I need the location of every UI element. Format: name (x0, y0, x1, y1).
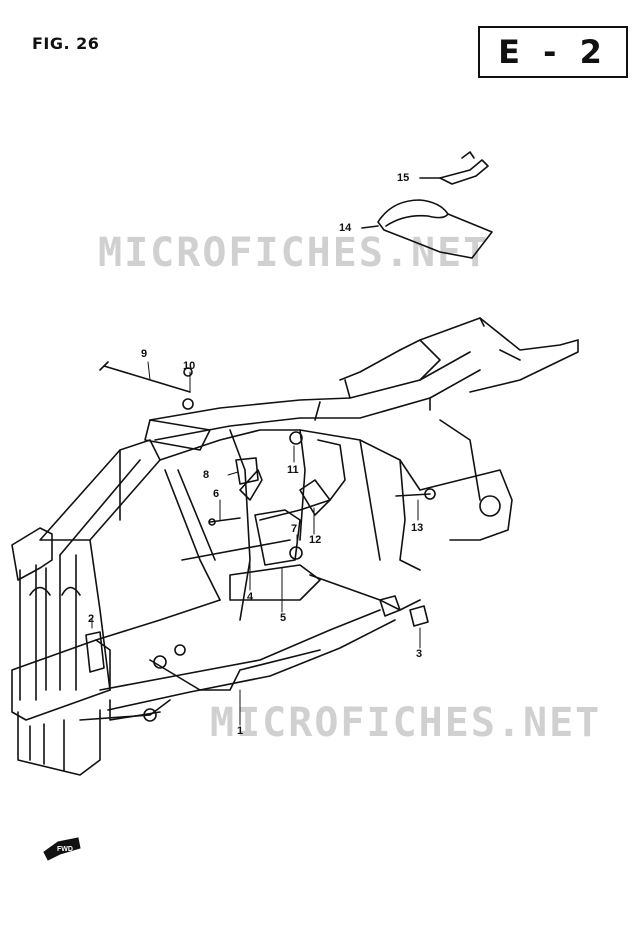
callout-1: 1 (237, 725, 244, 737)
callout-2: 2 (88, 613, 95, 625)
part-14-cover (361, 199, 493, 259)
callout-8: 8 (203, 469, 210, 481)
callout-5: 5 (280, 612, 287, 624)
figure-title: FIG. 26 (32, 34, 100, 53)
callout-12: 12 (309, 534, 322, 546)
callout-13: 13 (411, 522, 424, 534)
frame-middle-section (159, 419, 513, 621)
frame-top-rails (144, 317, 579, 451)
frame-lower-rails (79, 595, 401, 722)
frame-front-section (11, 439, 161, 776)
callout-15: 15 (397, 172, 410, 184)
callout-10: 10 (183, 360, 196, 372)
watermark-top: MICROFICHES.NET (98, 230, 490, 276)
callout-4: 4 (247, 591, 254, 603)
fwd-label: FWD (57, 846, 73, 853)
small-parts (85, 361, 436, 673)
callout-3: 3 (416, 648, 423, 660)
leader-lines (91, 361, 421, 726)
callout-6: 6 (213, 488, 220, 500)
part-15-bracket (419, 151, 489, 185)
callout-9: 9 (141, 348, 148, 360)
callout-7: 7 (291, 523, 298, 535)
callout-11: 11 (287, 464, 299, 476)
forward-arrow-icon: FWD (43, 837, 81, 861)
callout-14: 14 (339, 222, 352, 234)
section-code: E - 2 (478, 26, 628, 78)
watermark-bottom: MICROFICHES.NET (210, 700, 602, 746)
